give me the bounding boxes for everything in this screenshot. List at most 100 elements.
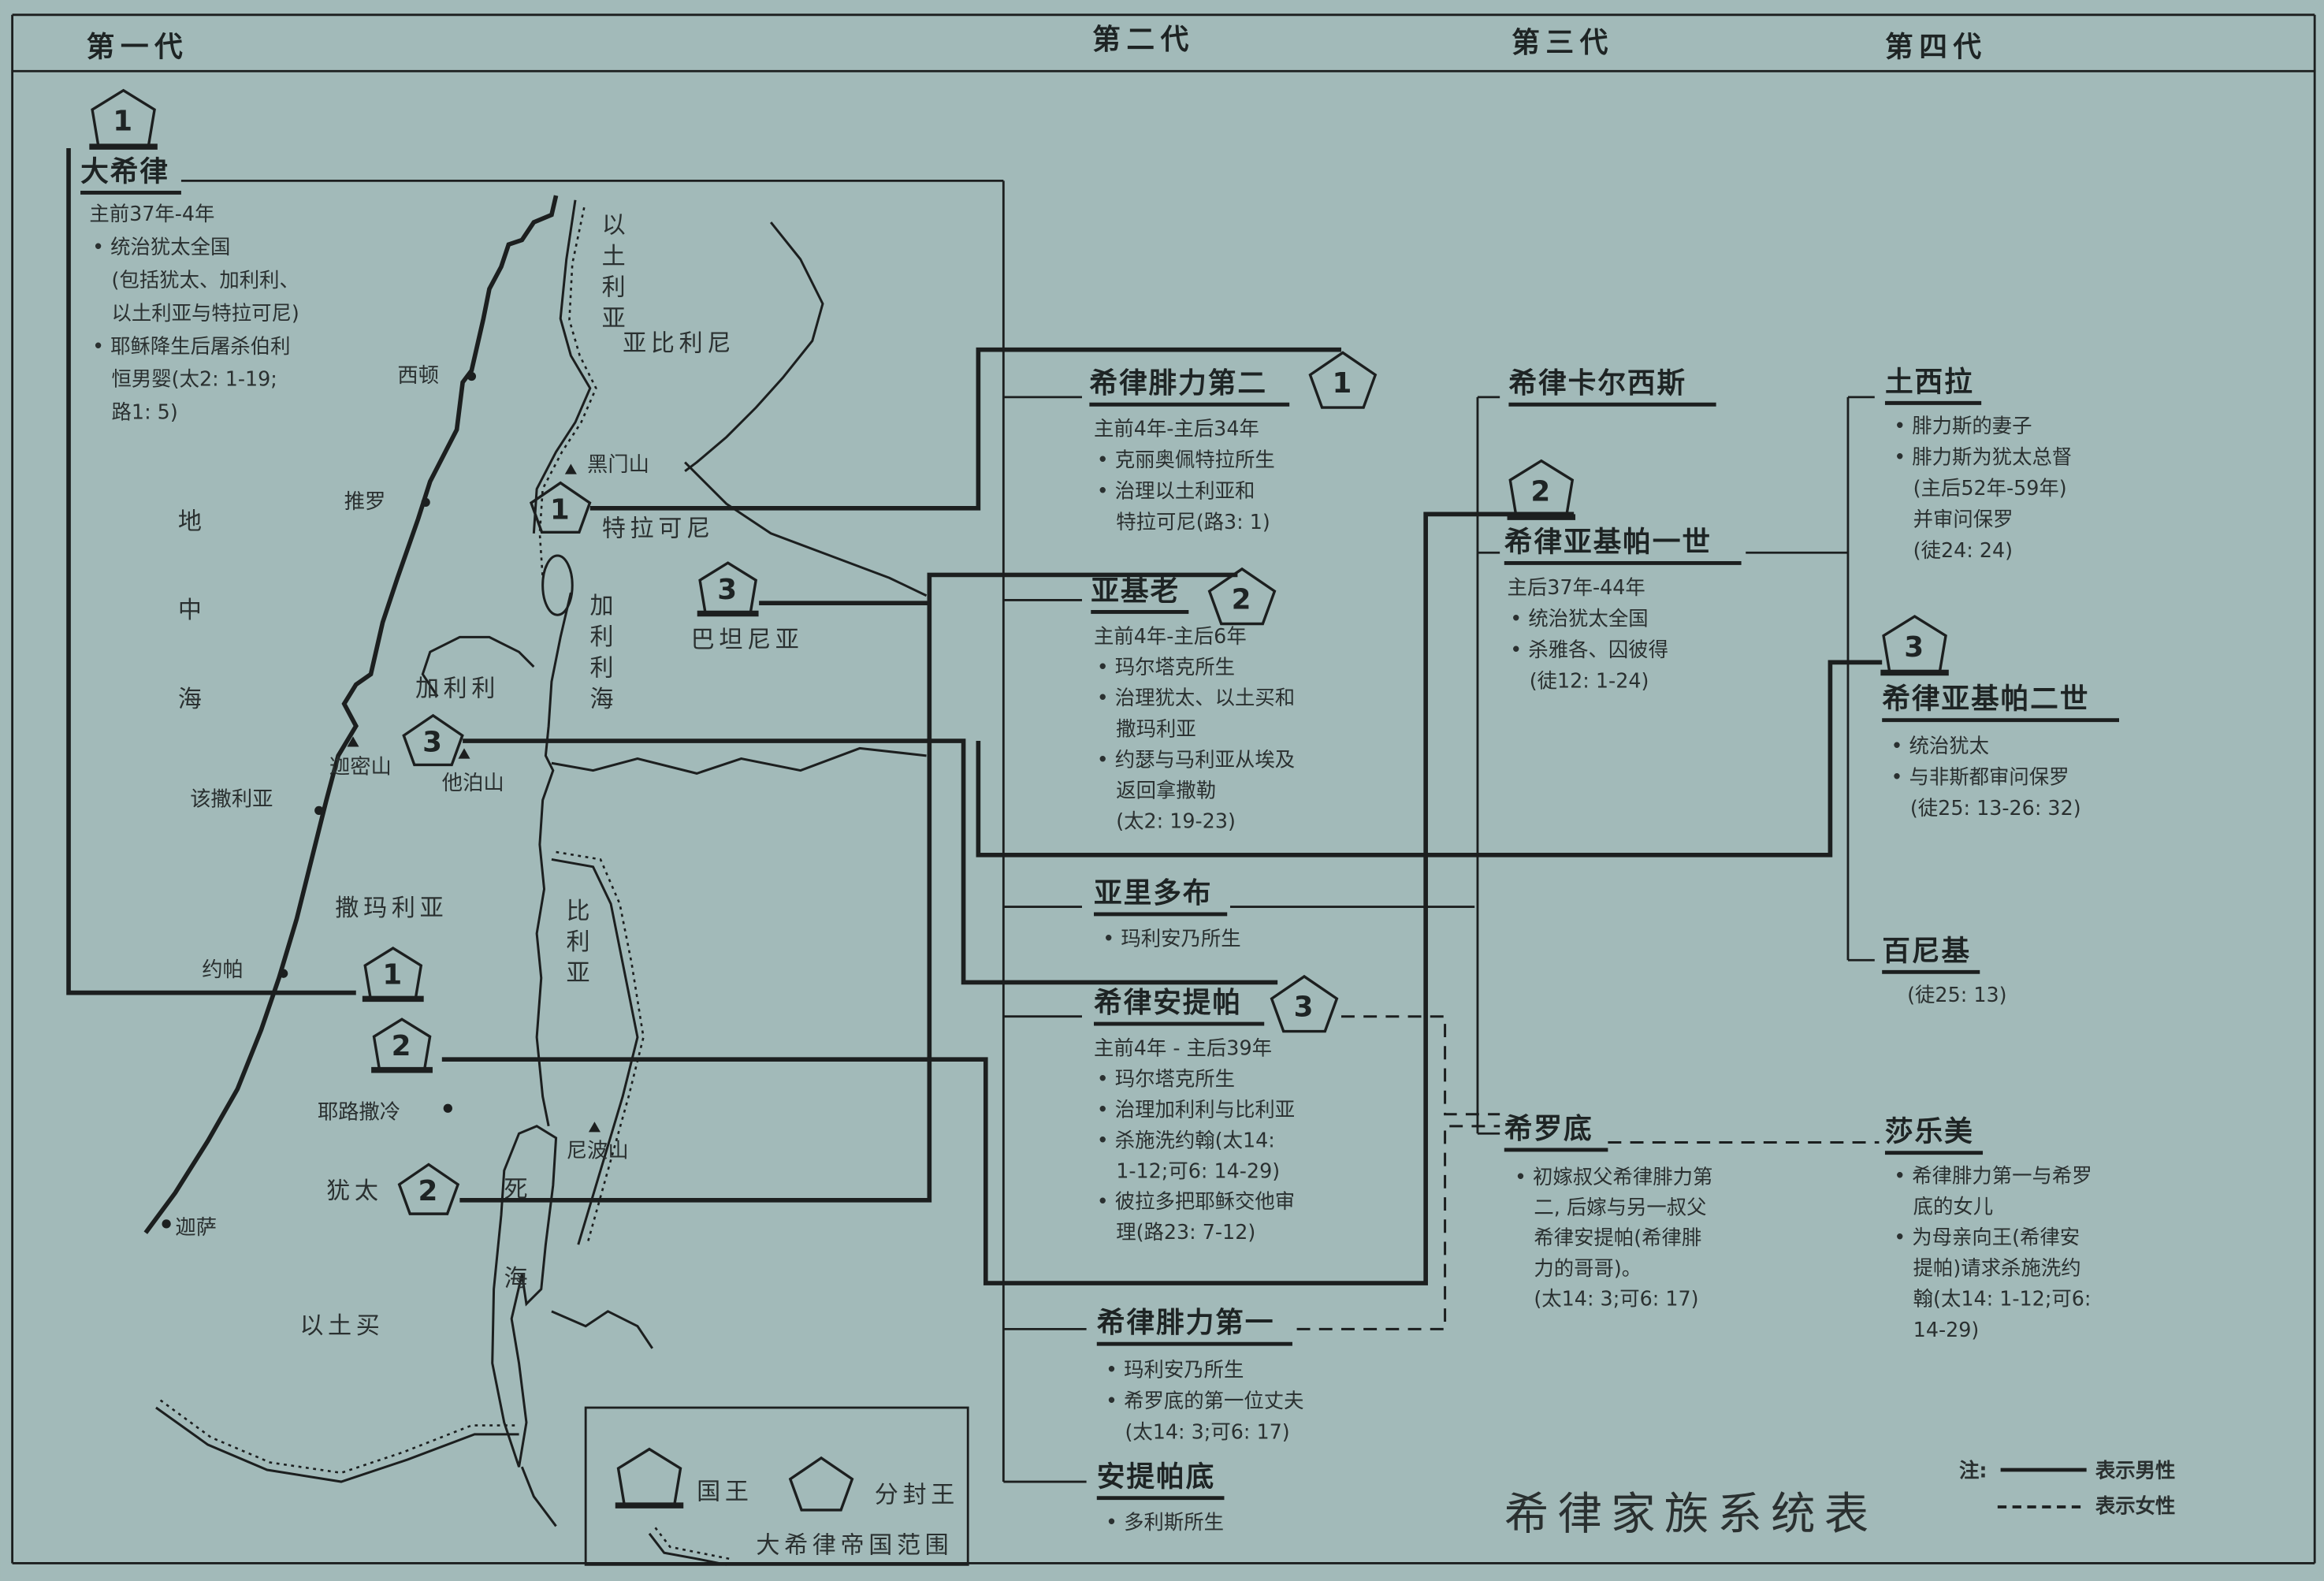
detail-line: • 希罗底的第一位丈夫 (1106, 1389, 1303, 1412)
map-label-trachonitis: 特拉可尼 (602, 515, 715, 543)
tetrarch-badge-icon (788, 1456, 854, 1512)
person-name: 希罗底 (1504, 1113, 1593, 1145)
reign-dates: 主前4年-主后6年 (1094, 624, 1247, 648)
person-philip1: 希律腓力第一• 玛利安乃所生• 希罗底的第一位丈夫(太14: 3;可6: 17) (1097, 1307, 1304, 1443)
badge-number: 1 (550, 493, 571, 526)
badge-number: 3 (717, 574, 738, 606)
perea-border (551, 857, 639, 1245)
person-name: 希律腓力第一 (1097, 1307, 1275, 1339)
detail-line: • 希律腓力第一与希罗 (1894, 1163, 2092, 1187)
person-aristobulus: 亚里多布• 玛利安乃所生 (1094, 877, 1241, 950)
detail-line: 1-12;可6: 14-29) (1116, 1159, 1280, 1182)
reign-dates: 主前37年-4年 (89, 202, 214, 225)
empire-boundary-icon (654, 1527, 730, 1561)
badge-number: 2 (418, 1175, 440, 1207)
map-label-sidon: 西顿 (397, 364, 439, 388)
detail-line: (太2: 19-23) (1116, 809, 1236, 833)
detail-line: • 多利斯所生 (1106, 1510, 1224, 1534)
badge-number: 3 (422, 727, 444, 759)
detail-line: • 彼拉多把耶稣交他审 (1097, 1189, 1295, 1213)
badge-number: 1 (1332, 367, 1353, 400)
sea-of-galilee (541, 554, 574, 616)
badge-number: 3 (1904, 631, 1925, 664)
tetrarch-badge: 1 (529, 481, 592, 534)
tetrarch-badge: 2 (397, 1162, 460, 1215)
detail-line: (徒25: 13) (1907, 983, 2006, 1006)
detail-line: 返回拿撒勒 (1116, 778, 1216, 802)
map-label-idumea-north: 以土利亚 (597, 212, 626, 337)
jordan-river (535, 592, 572, 1127)
mountain-icon (588, 1122, 601, 1133)
trachonitis-border (684, 461, 928, 597)
perea-boundary (556, 850, 645, 1245)
map-label-caesarea: 该撒利亚 (190, 788, 273, 812)
detail-line: • 治理以土利亚和 (1097, 479, 1255, 503)
city-dot (443, 1103, 452, 1113)
map-label-samaria: 撒玛利亚 (335, 895, 448, 922)
person-name: 希律亚基帕一世 (1504, 526, 1712, 558)
page-frame (11, 13, 2316, 1564)
detail-line: • 腓力斯的妻子 (1894, 414, 2032, 437)
detail-line: (包括犹太、加利利、 (112, 268, 299, 292)
map-label-mt-tabor: 他泊山 (442, 772, 504, 795)
map-label-mt-nebo: 尼波山 (567, 1139, 629, 1162)
map-label-joppa: 约帕 (202, 958, 244, 982)
abilene-border (684, 221, 824, 473)
detail-line: • 玛利安乃所生 (1103, 926, 1240, 950)
detail-line: • 杀施洗约翰(太14: (1097, 1128, 1275, 1151)
yarmuk-river (551, 746, 927, 775)
king-badge: 1 (362, 947, 424, 1003)
tetrarch-badge: 3 (1270, 974, 1339, 1033)
person-antipater: 安提帕底 • 多利斯所生 (1097, 1461, 1225, 1534)
detail-line: • 治理加利利与比利亚 (1097, 1097, 1295, 1121)
detail-line: 14-29) (1913, 1318, 1980, 1341)
map-label-idumea: 以土买 (299, 1312, 384, 1340)
detail-line: (徒24: 24) (1913, 538, 2013, 562)
map-label-dead-sea: 死海 (500, 1177, 527, 1355)
map-label-jerusalem: 耶路撒冷 (318, 1100, 400, 1124)
dead-sea (491, 1125, 558, 1468)
city-dot (162, 1219, 171, 1229)
galilee-border (421, 635, 535, 698)
tetrarch-badge: 2 (1207, 567, 1277, 626)
king-badge: 1 (89, 88, 158, 150)
map-label-gaza: 迦萨 (175, 1216, 217, 1240)
person-name: 安提帕底 (1097, 1461, 1215, 1494)
southern-border (155, 1406, 519, 1483)
detail-line: • 约瑟与马利亚从埃及 (1097, 747, 1295, 771)
badge-number: 1 (382, 959, 403, 991)
generation-3-header: 第三代 (1512, 27, 1614, 59)
detail-line: • 与非斯都审问保罗 (1891, 765, 2069, 789)
detail-line: • 耶稣降生后屠杀伯利 (92, 334, 290, 358)
king-badge: 3 (697, 561, 759, 617)
mountain-icon (458, 748, 470, 759)
map-label-abilene: 亚比利尼 (623, 330, 735, 358)
map-label-sea-of-galilee: 加利利海 (586, 593, 614, 717)
arnon-river (551, 1310, 654, 1349)
badge-number: 2 (1530, 475, 1552, 508)
note-male: 表示男性 (2095, 1458, 2176, 1482)
detail-line: • 杀雅各、囚彼得 (1510, 638, 1668, 661)
tetrarch-badge (788, 1456, 854, 1512)
detail-line: • 腓力斯为犹太总督 (1894, 445, 2072, 468)
map-legend: 国王 分封王 大希律帝国范围 (584, 1406, 969, 1566)
map-label-batanea: 巴坦尼亚 (691, 627, 804, 654)
mountain-icon (564, 463, 577, 474)
detail-line: • 为母亲向王(希律安 (1894, 1225, 2080, 1248)
detail-line: • 统治犹太全国 (1510, 606, 1648, 630)
detail-line: • 玛尔塔克所生 (1097, 1067, 1235, 1091)
generation-1-header: 第一代 (87, 31, 189, 63)
coastline (143, 195, 559, 1234)
person-name: 百尼基 (1882, 935, 1971, 967)
arabah (520, 1466, 557, 1527)
person-name: 希律腓力第二 (1089, 367, 1267, 400)
detail-line: • 治理犹太、以土买和 (1097, 686, 1295, 709)
detail-line: 以土利亚与特拉可尼) (112, 301, 299, 325)
mountain-icon (347, 736, 359, 747)
map-labels: 以土利亚 亚比利尼 西顿 推罗 黑门山 特拉可尼 巴坦尼亚 地中海 加利利 加利… (173, 212, 804, 1355)
city-dot (314, 805, 324, 816)
